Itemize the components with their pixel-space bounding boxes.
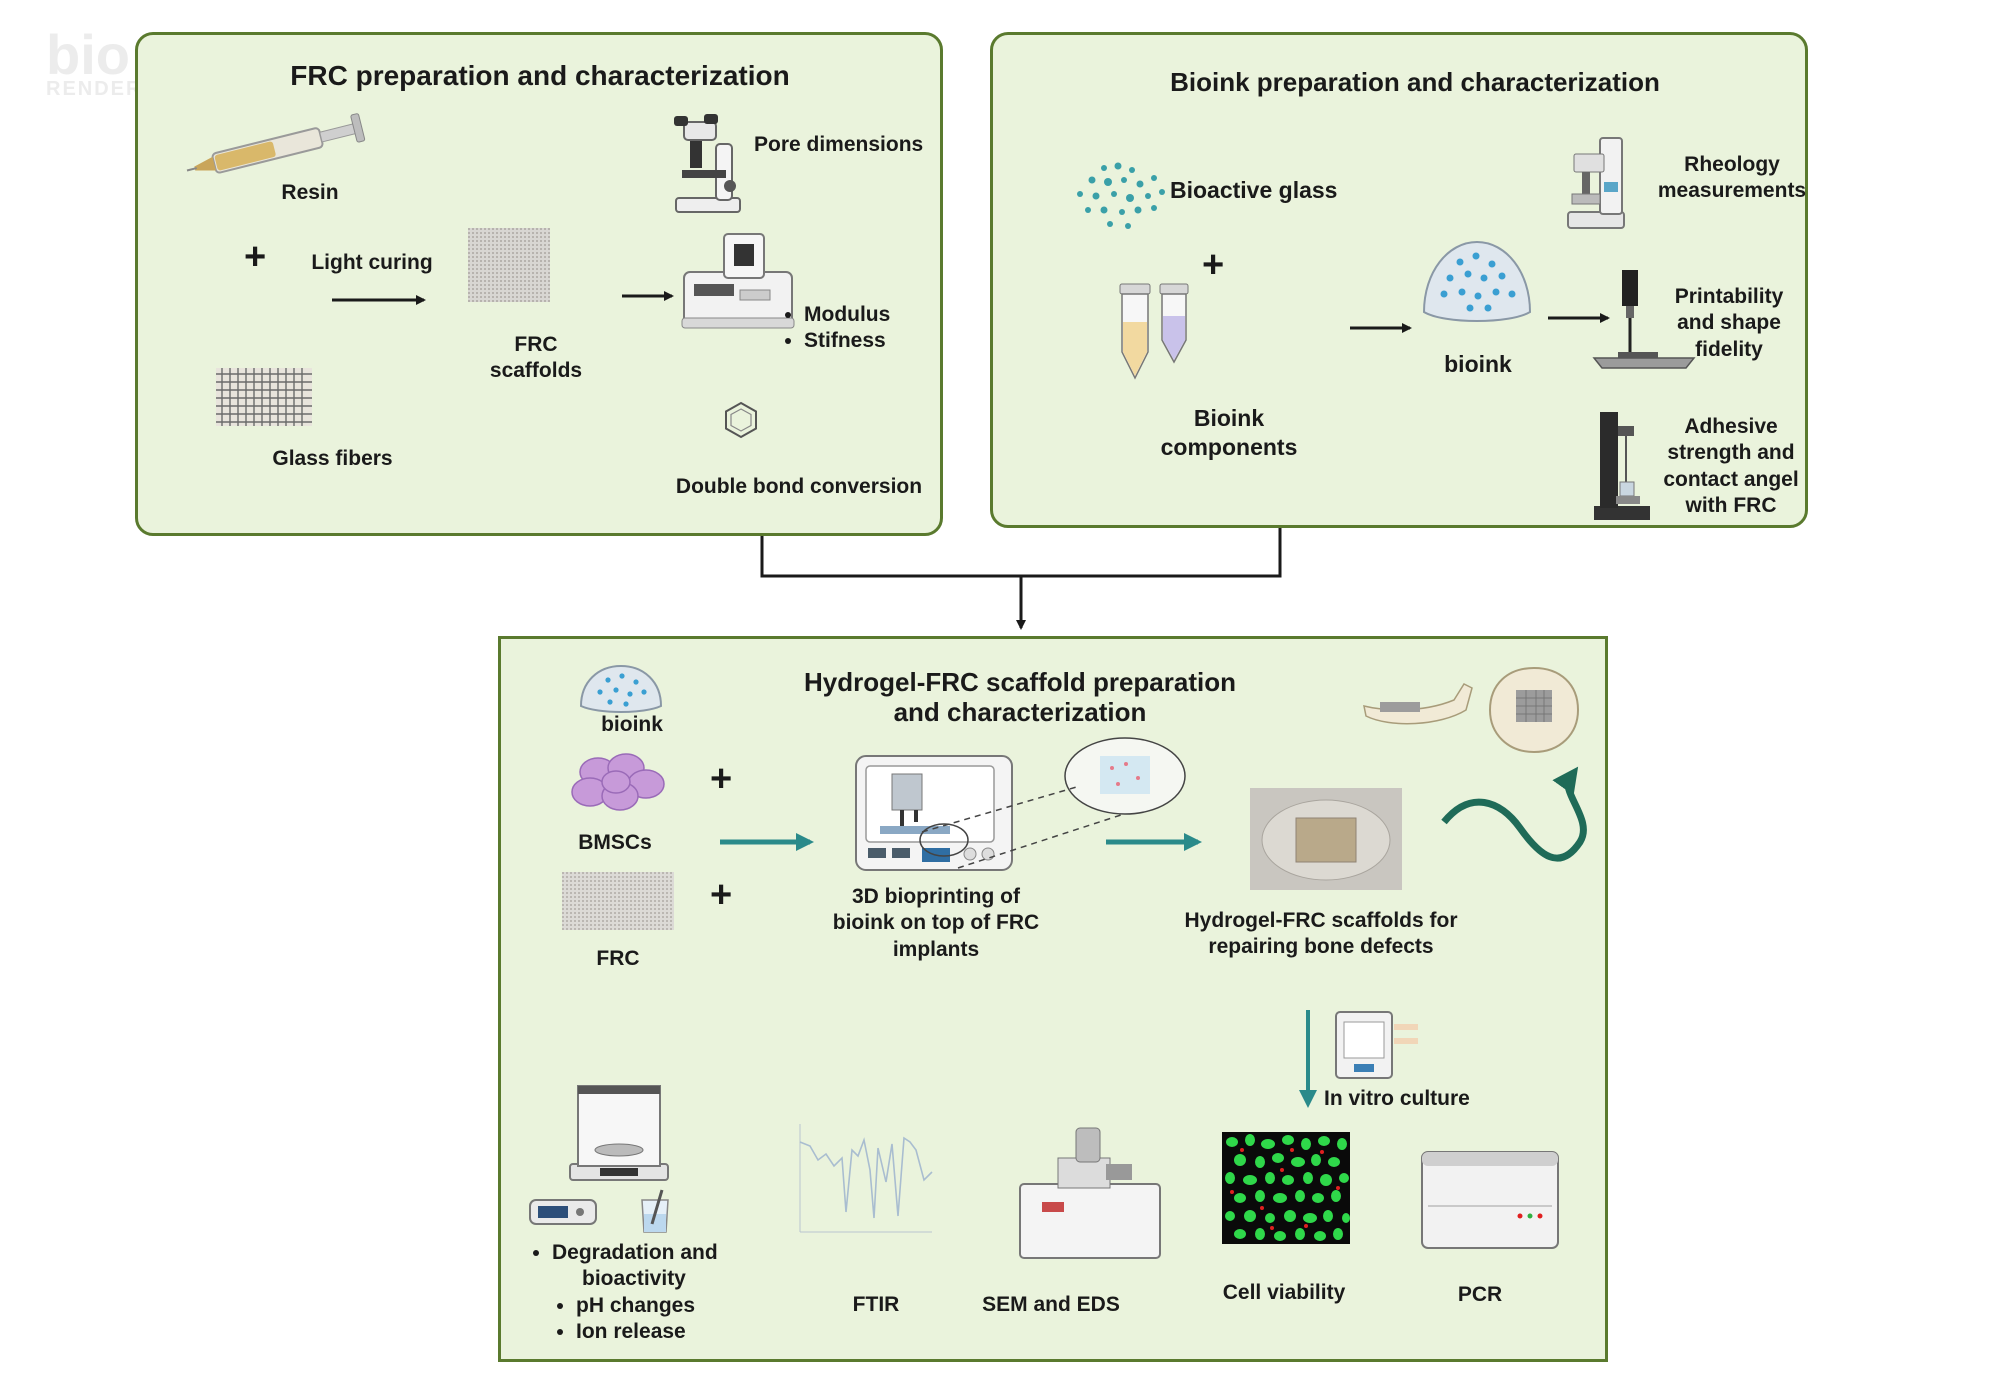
rheology-label: Rheology measurements	[1657, 153, 1807, 203]
mandible-icon	[1363, 683, 1473, 725]
ion-release-item: Ion release	[576, 1319, 718, 1345]
adhesive-label: Adhesive strength and contact angel with…	[1663, 415, 1799, 517]
modulus-item: Modulus	[804, 302, 890, 328]
frc-scaffold-image	[468, 228, 550, 302]
bioink-panel	[990, 32, 1808, 528]
bioink-component-tubes-icon	[1119, 283, 1189, 380]
bmscs-cells-icon	[571, 753, 665, 811]
beaker-electrode-icon	[641, 1189, 669, 1233]
bioactive-glass-particles-icon	[1077, 162, 1165, 229]
printability-label: Printability and shape fidelity	[1674, 285, 1784, 361]
microscope-icon	[674, 114, 741, 213]
plus-sign: +	[1202, 244, 1225, 286]
pcr-label: PCR	[1457, 1283, 1503, 1306]
analytical-balance-icon	[569, 1085, 669, 1181]
ph-meter-icon	[529, 1199, 597, 1225]
scaffolds-label: Hydrogel-FRC scaffolds for repairing bon…	[1184, 909, 1458, 959]
mechanical-properties-list: Modulus Stifness	[782, 302, 890, 355]
bioink-components-label: Bioink components	[1160, 405, 1298, 460]
zoom-line	[921, 785, 1081, 833]
zoom-source-ellipse	[919, 823, 969, 857]
pore-dimensions-label: Pore dimensions	[754, 133, 924, 156]
degradation-item: Degradation and	[552, 1240, 718, 1266]
resin-label: Resin	[281, 181, 339, 204]
frc-label: FRC	[596, 947, 640, 970]
frc-scaffolds-label: FRC scaffolds	[489, 333, 583, 383]
ph-changes-item: pH changes	[576, 1293, 718, 1319]
adhesion-tester-icon	[1594, 412, 1650, 520]
rheometer-icon	[1567, 137, 1625, 229]
bioactive-glass-label: Bioactive glass	[1170, 177, 1338, 203]
incubator-icon	[1335, 1011, 1418, 1079]
curved-arrow	[1441, 766, 1587, 862]
plus-sign: +	[710, 874, 733, 916]
bioink-panel-title: Bioink preparation and characterization	[1170, 67, 1660, 97]
bmscs-label: BMSCs	[578, 831, 652, 854]
glass-fibers-label: Glass fibers	[272, 447, 393, 470]
zoom-magnifier-bubble	[1064, 737, 1186, 815]
frc-image	[562, 872, 674, 930]
ftir-label: FTIR	[852, 1293, 900, 1316]
cell-viability-label: Cell viability	[1222, 1281, 1346, 1304]
bioprinting-label: 3D bioprinting of bioink on top of FRC i…	[832, 885, 1040, 961]
in-vitro-culture-label: In vitro culture	[1324, 1087, 1470, 1110]
sem-eds-label: SEM and EDS	[982, 1293, 1120, 1316]
syringe-icon	[186, 113, 366, 174]
bioink-label: bioink	[1444, 351, 1512, 377]
frc-panel-title: FRC preparation and characterization	[290, 60, 790, 91]
3d-bioprinter-icon	[855, 755, 1013, 871]
hydrogel-frc-scaffold-photo	[1250, 788, 1402, 890]
merge-connector	[760, 528, 1282, 578]
plus-sign: +	[244, 236, 267, 278]
skull-implant-icon	[1488, 666, 1580, 754]
light-curing-label: Light curing	[311, 251, 433, 274]
bioink-dome-small-icon	[579, 664, 663, 713]
benzene-ring-icon	[725, 401, 757, 439]
hydrogel-panel-title: Hydrogel-FRC scaffold preparation and ch…	[804, 667, 1236, 727]
bioink-dome-icon	[1422, 240, 1532, 322]
glass-fiber-mesh-icon	[216, 368, 312, 426]
bioink-small-label: bioink	[601, 713, 663, 736]
degradation-continuation: bioactivity	[582, 1267, 686, 1291]
double-bond-label: Double bond conversion	[675, 475, 923, 498]
degradation-list: Degradation and bioactivity pH changes I…	[530, 1240, 718, 1345]
cell-viability-image	[1222, 1132, 1350, 1244]
zoom-line	[957, 813, 1125, 869]
ftir-spectrum-icon	[799, 1124, 933, 1233]
mechanical-tester-icon	[681, 233, 795, 329]
stiffness-item: Stifness	[804, 328, 890, 354]
sem-instrument-icon	[1019, 1127, 1161, 1259]
pcr-machine-icon	[1421, 1151, 1559, 1249]
plus-sign: +	[710, 758, 733, 800]
print-nozzle-icon	[1592, 270, 1696, 369]
